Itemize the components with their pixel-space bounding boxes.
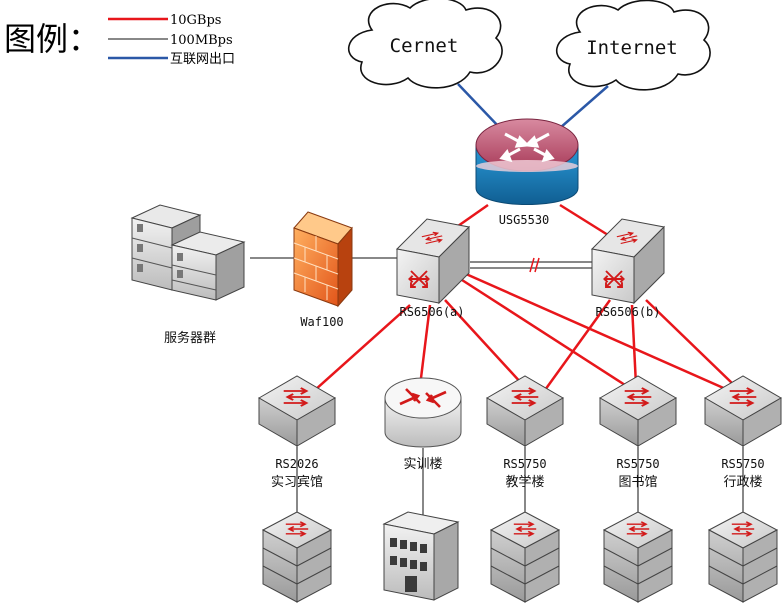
link-cernet-usg [457,83,501,129]
server-cluster: 服务器群 [130,204,246,346]
legend-title: 图例： [4,20,100,58]
link-internet-usg [559,85,609,129]
link-core-a-teach [444,299,524,386]
core-a-label: RS6506(a) [399,305,464,319]
waf-firewall: Waf100 [293,211,353,329]
link-core-mark-1 [529,257,535,273]
link-core-a-train [419,304,432,379]
lib-name-label: 图书馆 [618,475,657,490]
train-name-label: 实训楼 [403,457,442,472]
lib-model-label: RS5750 [616,457,659,471]
usg-label: USG5530 [499,213,550,227]
teach-model-label: RS5750 [503,457,546,471]
building-train [382,511,460,601]
core-b-label: RS6506(b) [595,305,660,319]
link-core-b-lib [630,304,638,386]
cernet-cloud-shape [347,0,503,89]
waf-label: Waf100 [300,315,343,329]
link-core-a-admin [465,272,729,392]
access-switch-hotel: RS2026 实习宾馆 [259,376,335,490]
link-core-b-teach [543,299,612,391]
legend: 图例： 10GBps 100MBps 互联网出口 [4,13,235,67]
server-rack-icon [130,204,246,301]
legend-label-100m: 100MBps [170,33,233,48]
internet-label: Internet [586,37,678,59]
stack-switch-teach [491,512,559,602]
link-core-a-hotel [314,304,411,391]
servers-label: 服务器群 [164,330,216,346]
link-core-a-lib [461,278,626,387]
stack-switch-hotel [263,512,331,602]
cernet-label: Cernet [390,35,459,57]
link-core-mark-2 [534,257,540,273]
cernet-cloud: Cernet [347,0,503,89]
building-windows-icon [390,538,427,592]
core-switch-a: RS6506(a) [397,219,469,319]
router-train: 实训楼 [384,377,462,472]
router-arrows-icon [499,132,555,163]
stack-switch-admin [709,512,777,602]
links [250,83,744,520]
teach-name-label: 教学楼 [505,474,544,490]
admin-name-label: 行政楼 [723,475,762,490]
legend-label-10g: 10GBps [170,13,221,28]
stack-switch-lib [604,512,672,602]
access-switch-teach: RS5750 教学楼 [487,376,563,490]
access-switch-lib: RS5750 图书馆 [600,376,676,490]
link-core-b-admin [645,299,735,386]
legend-label-internet: 互联网出口 [170,52,235,67]
usg-firewall-router: USG5530 [475,118,579,227]
internet-cloud-shape [555,0,711,91]
access-switch-admin: RS5750 行政楼 [705,376,781,490]
router-arrows-icon [399,388,447,408]
internet-cloud: Internet [555,0,711,91]
core-switch-b: RS6506(b) [592,219,664,319]
admin-model-label: RS5750 [721,457,764,471]
hotel-name-label: 实习宾馆 [271,474,323,490]
hotel-model-label: RS2026 [275,457,318,471]
firewall-brick-icon [293,236,339,300]
